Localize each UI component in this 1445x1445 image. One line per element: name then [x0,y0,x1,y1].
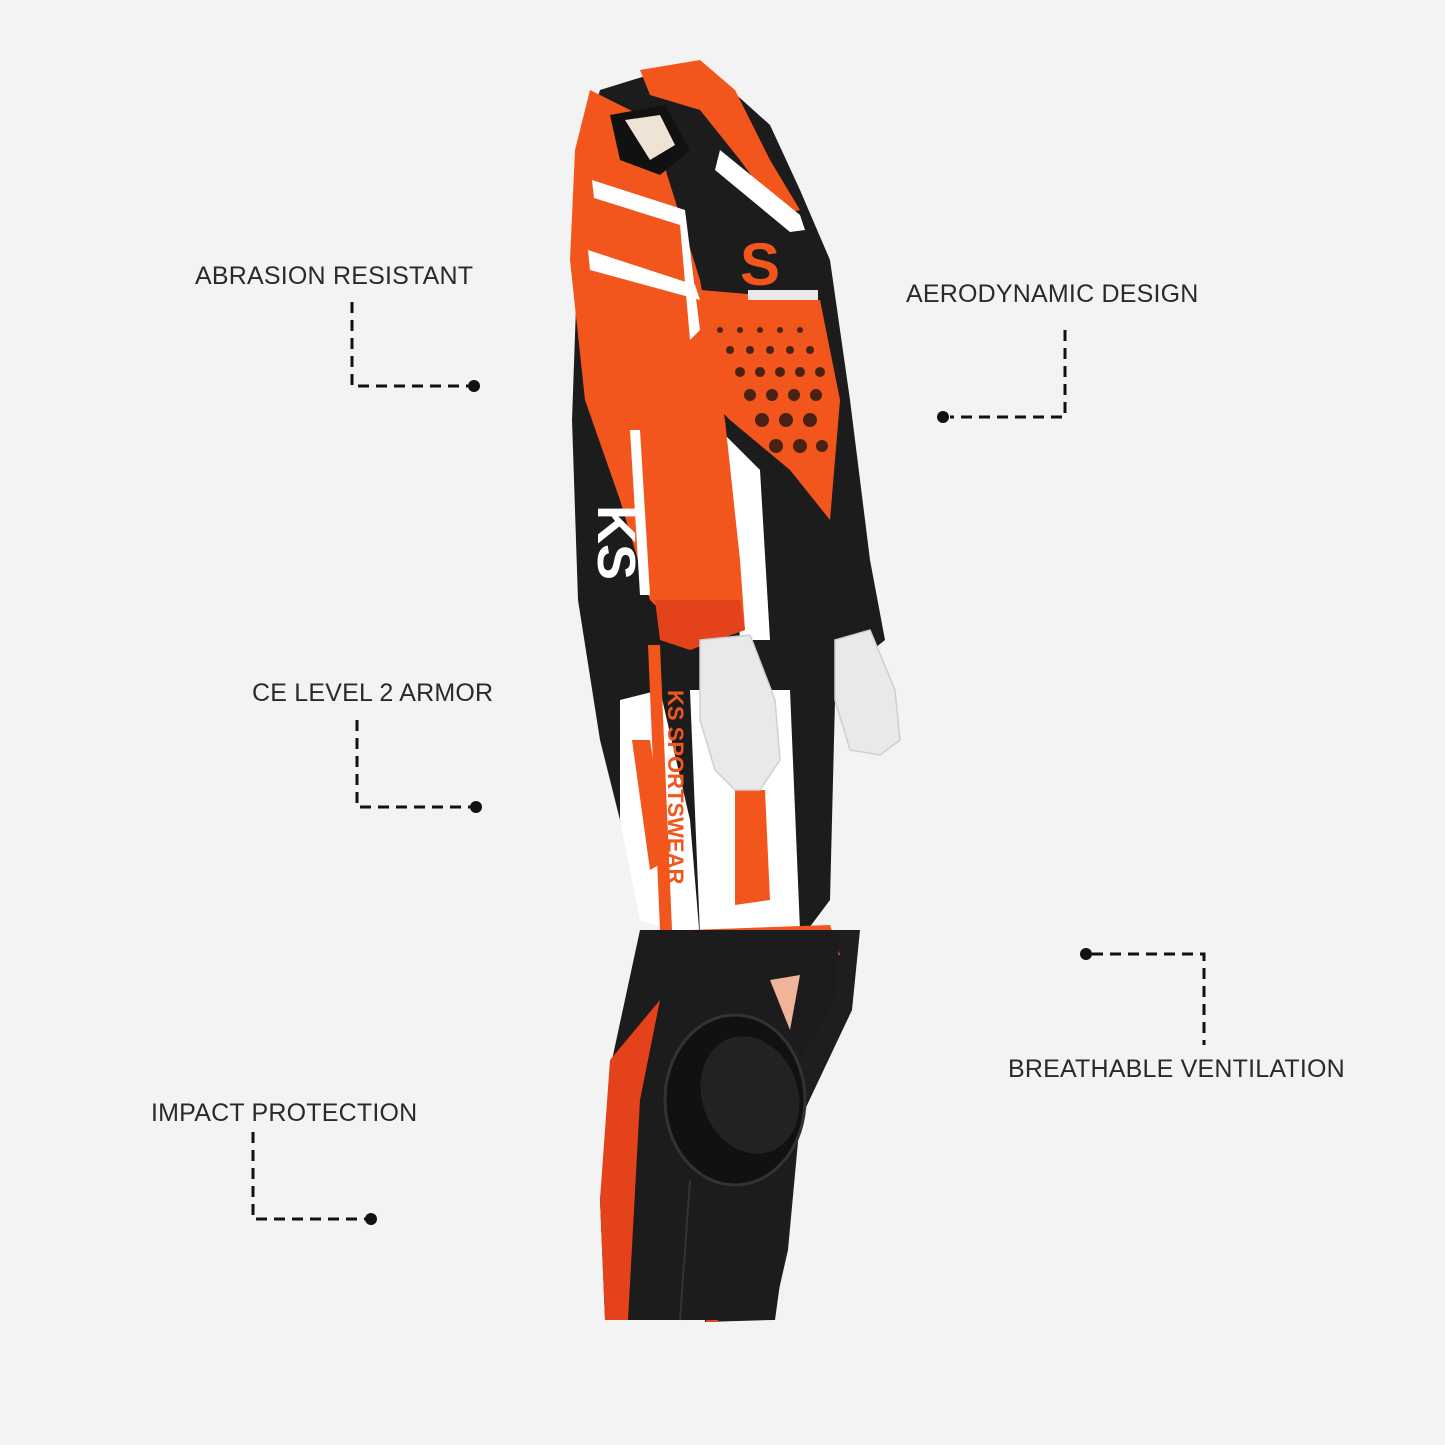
chest-logo: S [740,231,780,298]
arm: KS [570,90,745,650]
feature-label-abrasion-resistant: ABRASION RESISTANT [195,262,474,290]
mannequin-hands [699,629,901,791]
leg-brand-text: KS SPORTSWEAR [663,690,688,884]
feature-label-breathable-ventilation: BREATHABLE VENTILATION [1008,1055,1345,1083]
feature-label-aerodynamic-design: AERODYNAMIC DESIGN [906,280,1199,308]
sleeve-logo: KS [586,505,646,580]
feature-label-impact-protection: IMPACT PROTECTION [151,1099,418,1127]
feature-label-ce-level-2-armor: CE LEVEL 2 ARMOR [252,679,494,707]
front-leg [600,930,840,1321]
